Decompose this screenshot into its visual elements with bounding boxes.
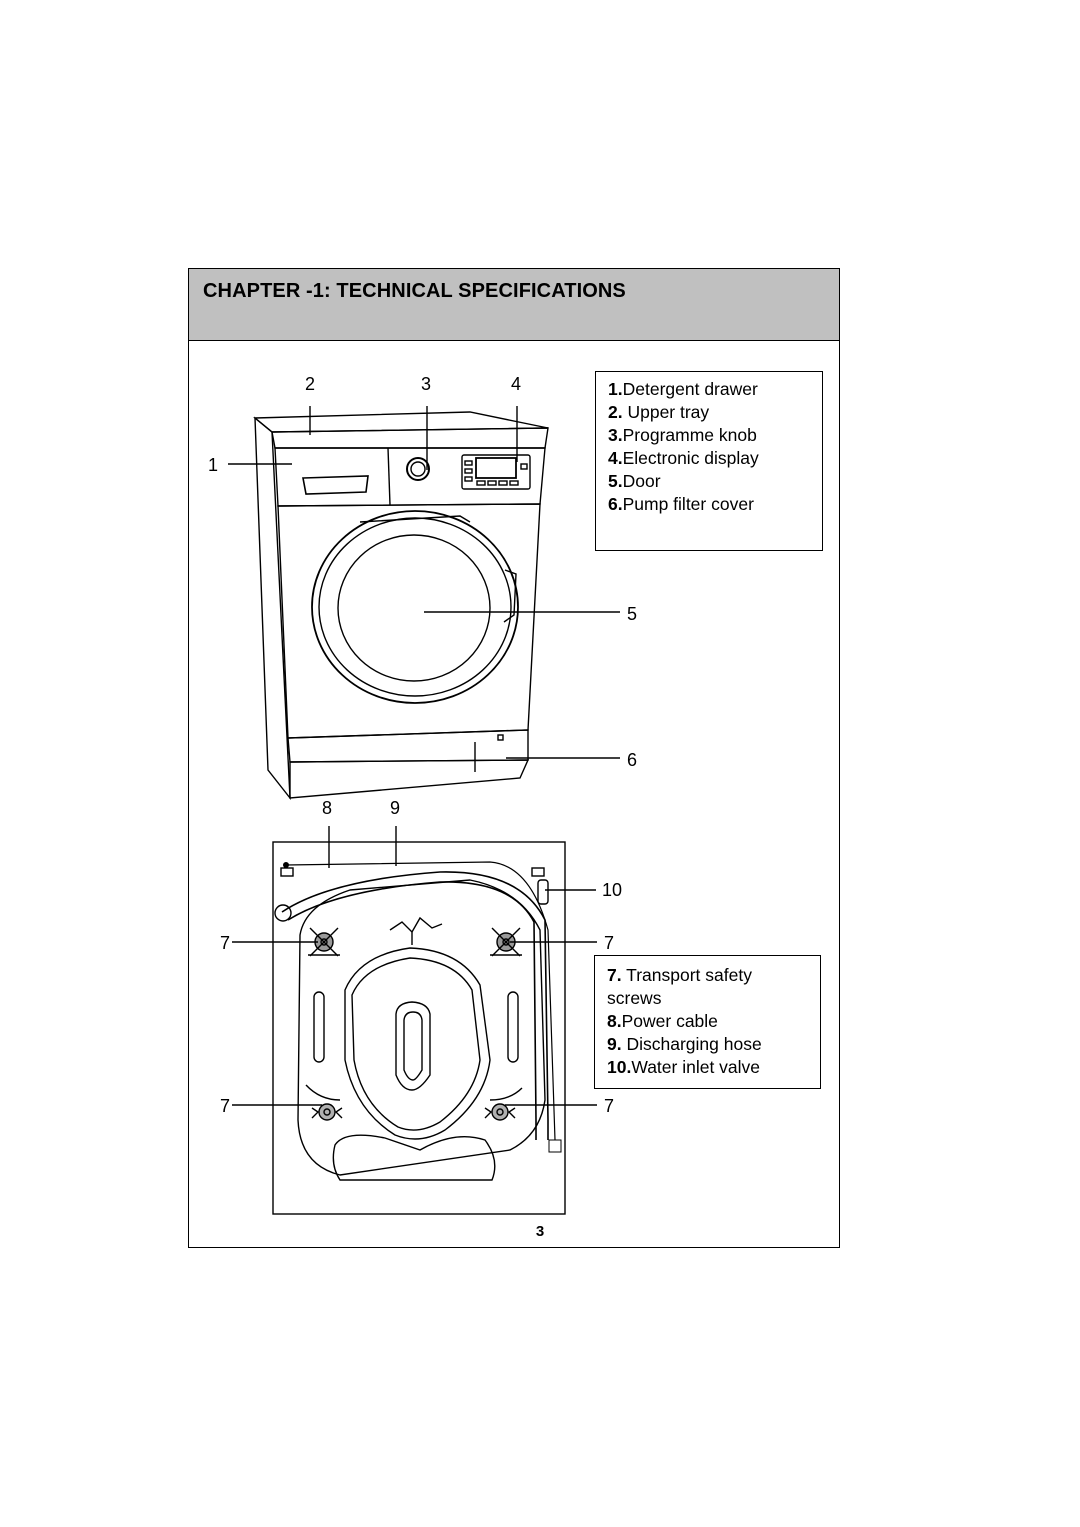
back-parts-legend: 7. Transport safety screws 8.Power cable… (594, 955, 821, 1089)
legend-item-detergent-drawer: 1.Detergent drawer (608, 379, 758, 399)
legend-item-discharging-hose: 9. Discharging hose (607, 1034, 762, 1054)
callout-7-top-right: 7 (604, 933, 614, 953)
transport-screw-bottom-left (311, 1103, 343, 1121)
callout-7-top-left: 7 (220, 933, 230, 953)
callout-1: 1 (208, 455, 218, 475)
callout-7-bottom-right: 7 (604, 1096, 614, 1116)
page-number: 3 (535, 1223, 545, 1240)
callout-9: 9 (390, 798, 400, 818)
legend-item-water-inlet-valve: 10.Water inlet valve (607, 1057, 761, 1077)
callout-5: 5 (627, 604, 637, 624)
legend-item-transport-safety-screws: 7. Transport safety screws (607, 965, 757, 1008)
callout-10: 10 (602, 880, 622, 900)
callout-3: 3 (421, 374, 431, 394)
transport-screw-bottom-right (484, 1103, 516, 1121)
chapter-header: CHAPTER -1: TECHNICAL SPECIFICATIONS (189, 269, 839, 341)
legend-item-upper-tray: 2. Upper tray (608, 402, 710, 422)
front-view-machine (253, 411, 549, 801)
back-view-machine (272, 841, 566, 1215)
legend-item-electronic-display: 4.Electronic display (608, 448, 759, 468)
front-parts-legend: 1.Detergent drawer 2. Upper tray 3.Progr… (595, 371, 823, 551)
callout-2: 2 (305, 374, 315, 394)
legend-item-door: 5.Door (608, 471, 661, 491)
transport-screw-top-right (491, 927, 521, 957)
legend-item-programme-knob: 3.Programme knob (608, 425, 757, 445)
chapter-title: CHAPTER -1: TECHNICAL SPECIFICATIONS (203, 280, 626, 302)
callout-7-bottom-left: 7 (220, 1096, 230, 1116)
legend-item-pump-filter-cover: 6.Pump filter cover (608, 494, 754, 514)
legend-item-power-cable: 8.Power cable (607, 1011, 718, 1031)
callout-6: 6 (627, 750, 637, 770)
callout-8: 8 (322, 798, 332, 818)
page-frame: CHAPTER -1: TECHNICAL SPECIFICATIONS (188, 268, 840, 1248)
callout-4: 4 (511, 374, 521, 394)
